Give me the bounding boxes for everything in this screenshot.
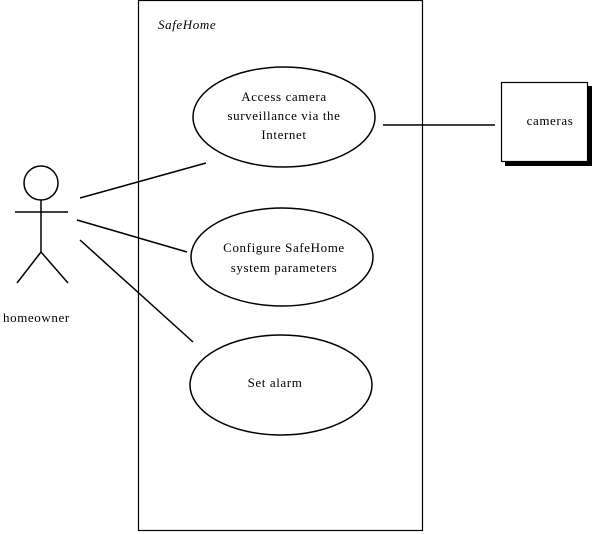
use-case-camera-surveillance-label-2: surveillance via the — [227, 108, 340, 123]
cameras-label: cameras — [527, 113, 574, 128]
use-case-camera-surveillance-label-1: Access camera — [241, 89, 326, 104]
system-title: SafeHome — [158, 17, 216, 32]
use-case-configure-label-2: system parameters — [231, 260, 338, 275]
homeowner-actor-icon — [15, 165, 69, 284]
association-homeowner-camera — [79, 162, 207, 199]
use-case-set-alarm-label: Set alarm — [248, 375, 303, 390]
association-homeowner-configure — [76, 219, 188, 253]
use-case-set-alarm — [189, 334, 373, 436]
use-case-configure — [190, 207, 374, 307]
cameras-box — [500, 81, 589, 163]
use-case-configure-label-1: Configure SafeHome — [223, 240, 345, 255]
homeowner-label: homeowner — [3, 310, 70, 325]
use-case-camera-surveillance — [192, 66, 376, 168]
system-boundary — [137, 0, 424, 532]
association-homeowner-alarm — [79, 239, 194, 343]
use-case-camera-surveillance-label-3: Internet — [261, 127, 306, 142]
